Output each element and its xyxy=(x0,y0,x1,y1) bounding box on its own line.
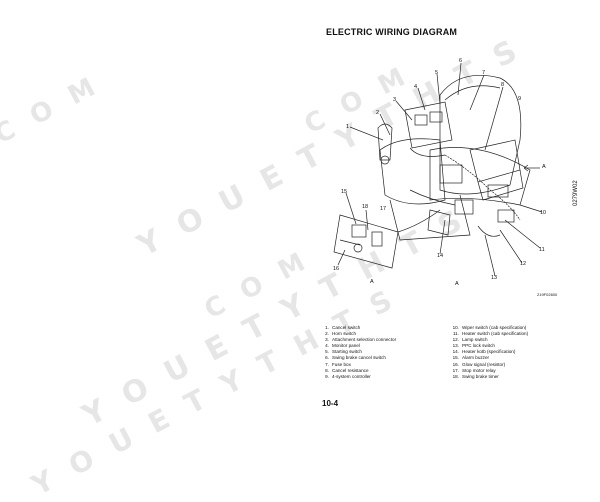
legend-item: 11.Heater switch (cab specification) xyxy=(452,331,529,337)
view-letter: A xyxy=(370,279,374,285)
wiring-diagram: 1 2 3 4 5 6 7 8 9 10 11 12 13 14 15 16 1… xyxy=(333,58,546,287)
callout-label: 7 xyxy=(482,70,485,76)
page-number: 10-4 xyxy=(322,399,339,408)
callout-label: 8 xyxy=(501,82,504,88)
legend-item: 8.Cancel resistance xyxy=(325,367,369,373)
legend-item: 4.Monitor panel xyxy=(325,343,360,349)
figure-code: 219F02600 xyxy=(537,292,558,297)
legend-item: 3.Attachment selection connector xyxy=(325,337,397,343)
legend-item: 1.Cancel switch xyxy=(325,325,361,330)
callout-label: 16 xyxy=(333,266,339,272)
callout-label: 10 xyxy=(540,210,546,216)
callout-label: 18 xyxy=(362,204,368,210)
callout-label: 3 xyxy=(393,97,396,103)
legend-item: 14.Heater kotb (specification) xyxy=(452,349,516,355)
legend-right: 10.Wiper switch (cab specification) 11.H… xyxy=(446,325,529,380)
callout-label: 1 xyxy=(346,124,349,130)
callout-label: 6 xyxy=(459,58,462,64)
legend-item: 12.Lamp switch xyxy=(452,337,488,343)
callout-label: 12 xyxy=(520,261,526,267)
callout-label: 14 xyxy=(437,253,443,259)
legend-item: 2.Horn switch xyxy=(325,331,356,337)
legend-item: 6.Swing brake cancel switch xyxy=(325,355,386,361)
legend-item: 18.Swing brake timer xyxy=(452,373,499,379)
callout-label: 15 xyxy=(341,189,347,195)
legend-left: 1.Cancel switch 2.Horn switch 3.Attachme… xyxy=(316,325,396,380)
legend-item: 13.PPC lock switch xyxy=(452,343,495,349)
callout-label: 4 xyxy=(414,84,417,90)
view-letter: A xyxy=(455,281,459,287)
legend-item: 5.Starting switch xyxy=(325,349,362,355)
legend-item: 15.Alarm buzzer xyxy=(452,355,490,361)
legend-item: 7.Fuse box xyxy=(325,361,351,367)
callout-label: 11 xyxy=(539,247,545,253)
callout-label: 13 xyxy=(491,275,497,281)
callout-label: 17 xyxy=(380,206,386,212)
legend-item: 9.4-system controller xyxy=(325,373,371,379)
callout-label: 2 xyxy=(376,110,379,116)
legend-item: 16.Glow signal (resistor) xyxy=(452,361,506,367)
callout-label: 5 xyxy=(435,70,438,76)
side-code: 0279W02 xyxy=(573,180,579,206)
legend-item: 17.Stop motor relay xyxy=(452,367,496,373)
view-letter: A xyxy=(542,164,546,170)
diagram-drawing xyxy=(333,62,543,277)
callout-label: 9 xyxy=(518,96,521,102)
legend-item: 10.Wiper switch (cab specification) xyxy=(452,325,527,330)
page-title: ELECTRIC WIRING DIAGRAM xyxy=(326,27,458,37)
